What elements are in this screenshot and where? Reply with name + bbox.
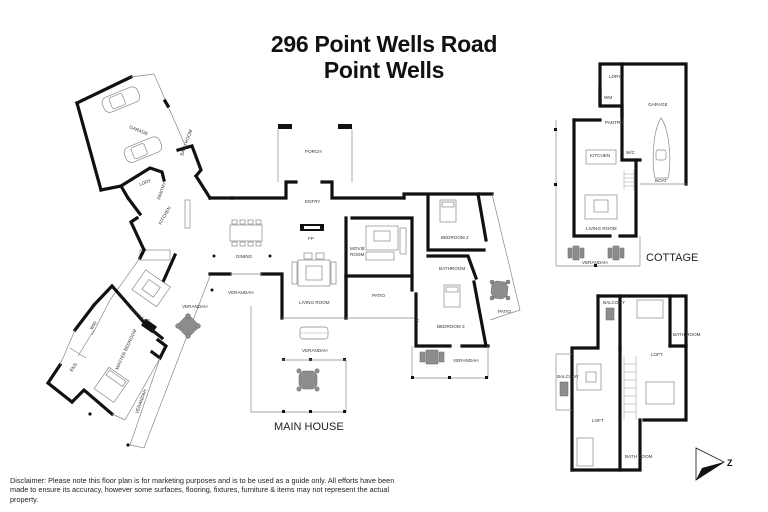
room-label-patio-center: PATIO: [372, 293, 386, 298]
room-label-cottage-boat: BOAT: [655, 178, 667, 183]
room-label-dining: DINING: [236, 254, 253, 259]
room-label-ens: ENS: [69, 362, 79, 373]
garage-wing: GARAGE LDRY BATH ROOM PANTRY KITCHEN: [74, 73, 276, 261]
room-label-loft-left: LOFT: [592, 418, 604, 423]
room-label-cottage-living: LIVING ROOM: [586, 226, 617, 231]
room-label-verandah-bed3: VERANDAH: [453, 358, 479, 363]
room-label-cottage-verandah: VERANDAH: [582, 260, 608, 265]
room-label-bedroom-3: BEDROOM 3: [437, 324, 465, 329]
room-label-bathroom: BATHROOM: [439, 266, 465, 271]
central-block: PORCH ENTRY FP DINING LIVING ROOM VERAND…: [175, 124, 414, 413]
main-house-label: MAIN HOUSE: [274, 421, 344, 433]
room-label-cottage-wm: WM: [604, 95, 612, 100]
room-label-kitchen: KITCHEN: [158, 206, 172, 226]
room-label-garage: GARAGE: [129, 124, 149, 136]
room-label-living-room: LIVING ROOM: [299, 300, 330, 305]
room-label-bath-top: BATH ROOM: [673, 332, 701, 337]
bedroom-wing: BEDROOM 2 BATHROOM BEDROOM 3 C PATIO VER…: [402, 192, 521, 379]
cottage-label: COTTAGE: [646, 252, 699, 264]
room-label-balcony-top: BALCONY: [603, 300, 625, 305]
north-arrow-icon: Z: [695, 447, 733, 481]
master-wing: FAMILY FP WIR ENS MASTER BEDROOM VERANDA…: [45, 247, 211, 449]
room-label-master-bedroom: MASTER BEDROOM: [114, 328, 137, 370]
room-label-wir: WIR: [89, 320, 99, 331]
room-label-verandah-left: VERANDAH: [182, 304, 208, 309]
room-label-fp-family: FP: [144, 318, 150, 323]
room-label-verandah-master: VERANDAH: [134, 389, 147, 415]
property-suburb: Point Wells: [323, 57, 445, 83]
room-label-cottage-kitchen: KITCHEN: [590, 153, 610, 158]
room-label-patio-right: PATIO: [498, 309, 512, 314]
room-label-bath-small: BATH ROOM: [179, 129, 193, 157]
room-label-cottage-wic: W/C: [626, 150, 636, 155]
room-label-movie-room-1: MOVIE: [350, 246, 365, 251]
north-label: Z: [727, 458, 733, 468]
room-label-entry: ENTRY: [305, 199, 321, 204]
room-label-loft-right: LOFT: [651, 352, 663, 357]
cottage-ground: LDRY WM PANTRY KITCHEN W/C LIVING ROOM V…: [554, 62, 688, 267]
room-label-cottage-laundry: LDRY: [609, 74, 621, 79]
room-label-fp: FP: [308, 236, 314, 241]
room-label-cottage-pantry: PANTRY: [605, 120, 623, 125]
room-label-cupboard: C: [416, 318, 420, 323]
room-label-bedroom-2: BEDROOM 2: [441, 235, 469, 240]
room-label-verandah-dining: VERANDAH: [228, 290, 254, 295]
room-label-pantry: PANTRY: [156, 182, 167, 201]
room-label-movie-room-2: ROOM: [350, 252, 364, 257]
room-label-family: FAMILY: [129, 307, 144, 321]
cottage-upper: BALCONY BALCONY LOFT LOFT BATH ROOM BATH…: [555, 294, 701, 472]
room-label-laundry: LDRY: [139, 178, 152, 187]
room-label-bath-bottom: BATH ROOM: [625, 454, 653, 459]
property-address: 296 Point Wells Road: [270, 31, 498, 57]
disclaimer-text: Disclaimer: Please note this floor plan …: [10, 476, 395, 504]
room-label-cottage-garage: GARAGE: [648, 102, 668, 107]
room-label-porch: PORCH: [305, 149, 322, 154]
room-label-verandah-living: VERANDAH: [302, 348, 328, 353]
room-label-balcony-left: BALCONY: [557, 374, 579, 379]
